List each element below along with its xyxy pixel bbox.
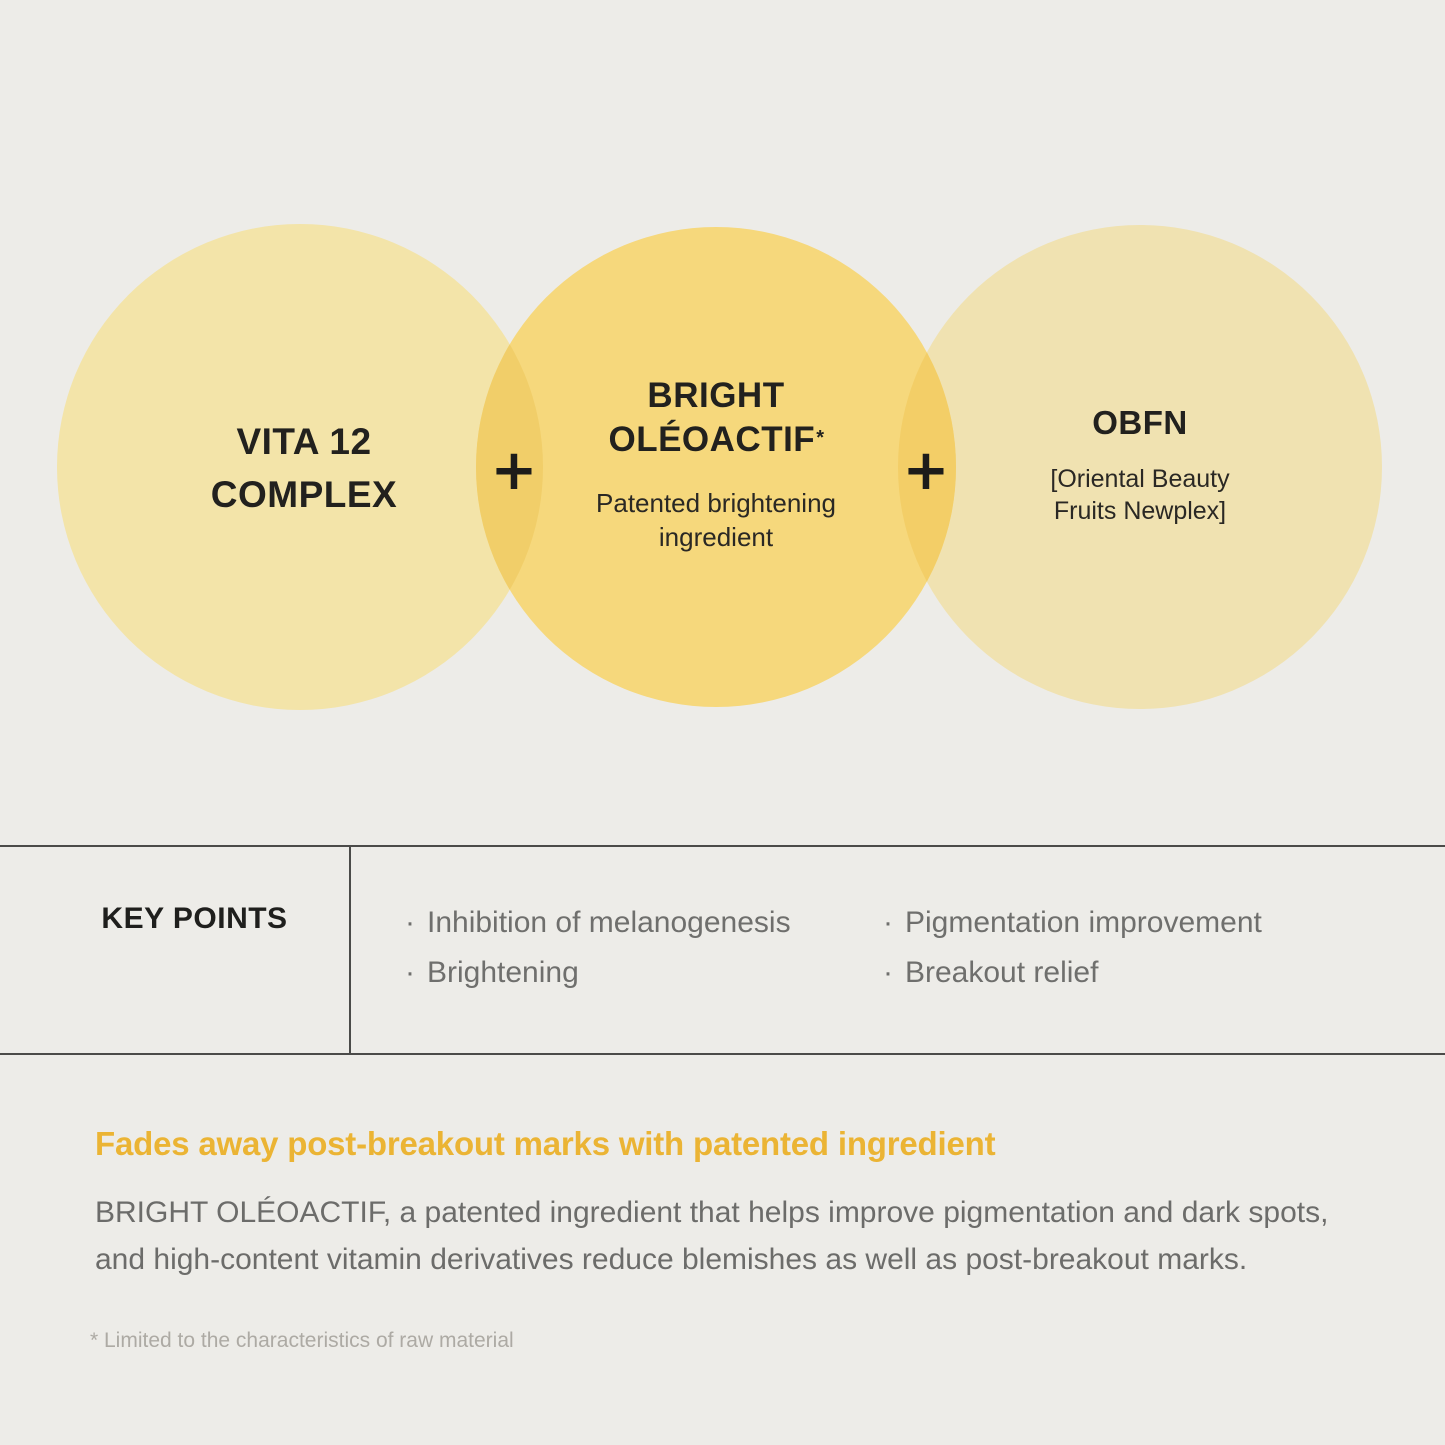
vita12-title-line2: COMPLEX (210, 474, 398, 515)
vita12-title-line1: VITA 12 (236, 421, 372, 462)
venn-circles-graphic (57, 224, 1382, 710)
obfn-title: OBFN (1092, 404, 1188, 441)
circle-left (57, 224, 543, 710)
oleoactif-subtitle-line2: ingredient (658, 522, 774, 552)
description-body: BRIGHT OLÉOACTIF, a patented ingredient … (95, 1189, 1350, 1283)
oleoactif-subtitle: Patented brightening ingredient (596, 486, 836, 554)
obfn-subtitle-line2: Fruits Newplex] (1053, 497, 1227, 525)
oleoactif-title-line1: BRIGHT (647, 376, 785, 415)
oleoactif-subtitle-line1: Patented brightening (596, 488, 836, 518)
obfn-subtitle-line1: [Oriental Beauty (1050, 465, 1230, 493)
key-points-column-2: · Pigmentation improvement · Breakout reli… (883, 898, 1262, 1053)
plus-icon: + (490, 438, 538, 503)
ingredient-venn-diagram: VITA 12 COMPLEX + BRIGHT OLÉOACTIF* Pate… (57, 224, 1382, 710)
obfn-subtitle: [Oriental Beauty Fruits Newplex] (1050, 463, 1229, 527)
description-body-line1: BRIGHT OLÉOACTIF, a patented ingredient … (95, 1196, 1329, 1229)
key-point-item: · Breakout relief (883, 948, 1262, 998)
bullet-dot: · (405, 956, 415, 989)
description-body-line2: and high-content vitamin derivatives red… (95, 1243, 1248, 1276)
circle-middle (476, 227, 956, 707)
bullet-dot: · (405, 906, 415, 939)
vita12-complex-label: VITA 12 COMPLEX (211, 415, 397, 521)
key-points-header-cell: KEY POINTS (0, 847, 351, 1053)
key-points-section: KEY POINTS · Inhibition of melanogenesis … (0, 845, 1445, 1055)
key-points-column-1: · Inhibition of melanogenesis · Brightenin… (405, 898, 883, 1053)
bullet-dot: · (883, 906, 893, 939)
oleoactif-title-text: OLÉOACTIF (608, 420, 816, 459)
raw-material-footnote: * Limited to the characteristics of raw … (90, 1329, 514, 1352)
bright-oleoactif-label: BRIGHT OLÉOACTIF* Patented brightening i… (596, 374, 836, 554)
key-point-item: · Inhibition of melanogenesis (405, 898, 883, 948)
key-point-text: Pigmentation improvement (905, 906, 1262, 939)
description-heading: Fades away post-breakout marks with pate… (95, 1125, 996, 1162)
key-point-text: Breakout relief (905, 956, 1099, 989)
plus-icon: + (902, 438, 950, 503)
description-section: Fades away post-breakout marks with pate… (0, 1055, 1445, 1353)
obfn-label: OBFN [Oriental Beauty Fruits Newplex] (1050, 401, 1229, 527)
key-points-title: KEY POINTS (101, 902, 288, 935)
key-points-list-cell: · Inhibition of melanogenesis · Brightenin… (351, 847, 1445, 1053)
key-point-item: · Pigmentation improvement (883, 898, 1262, 948)
key-point-text: Inhibition of melanogenesis (427, 906, 791, 939)
oleoactif-title-line2: OLÉOACTIF* (596, 418, 836, 462)
key-point-text: Brightening (427, 956, 579, 989)
key-point-item: · Brightening (405, 948, 883, 998)
circle-right (898, 225, 1382, 709)
asterisk-mark: * (816, 427, 825, 449)
bullet-dot: · (883, 956, 893, 989)
